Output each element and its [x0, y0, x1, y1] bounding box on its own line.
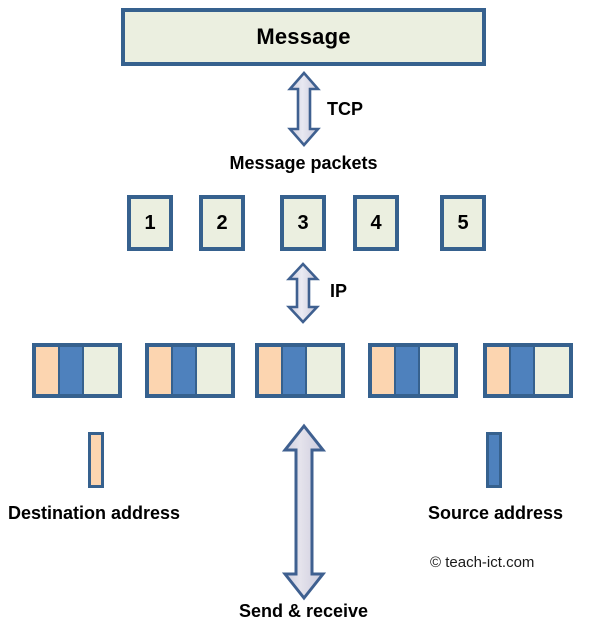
- packet-box-4-number: 4: [370, 211, 382, 234]
- source-address-swatch: [486, 432, 502, 488]
- packet-bar-5: [483, 343, 573, 398]
- packet-bar-2-source-segment: [171, 347, 197, 394]
- packet-bar-1-source-segment: [58, 347, 84, 394]
- packet-bar-3-data-segment: [307, 347, 341, 394]
- packet-box-3-number: 3: [297, 211, 309, 234]
- destination-address-swatch: [88, 432, 104, 488]
- packet-bar-5-destination-segment: [487, 347, 509, 394]
- copyright-text: © teach-ict.com: [430, 554, 535, 571]
- destination-address-label: Destination address: [8, 503, 181, 523]
- packet-box-1: 1: [127, 195, 173, 251]
- packet-bar-1-destination-segment: [36, 347, 58, 394]
- packet-bar-1: [32, 343, 122, 398]
- source-address-label: Source address: [428, 503, 564, 523]
- packet-bar-1-data-segment: [84, 347, 118, 394]
- packet-box-5-number: 5: [457, 211, 469, 234]
- tcp-double-arrow-icon: [287, 71, 321, 147]
- packet-bar-4-data-segment: [420, 347, 454, 394]
- packet-bar-2-destination-segment: [149, 347, 171, 394]
- packet-box-1-number: 1: [144, 211, 156, 234]
- packet-bar-5-source-segment: [509, 347, 535, 394]
- packet-box-2: 2: [199, 195, 245, 251]
- packet-bar-2-data-segment: [197, 347, 231, 394]
- packet-box-5: 5: [440, 195, 486, 251]
- packet-box-4: 4: [353, 195, 399, 251]
- packet-bar-3-destination-segment: [259, 347, 281, 394]
- packet-bar-5-data-segment: [535, 347, 569, 394]
- packet-box-3: 3: [280, 195, 326, 251]
- packet-bar-4-source-segment: [394, 347, 420, 394]
- packet-bar-3-source-segment: [281, 347, 307, 394]
- ip-double-arrow-icon: [285, 262, 321, 324]
- packet-bar-3: [255, 343, 345, 398]
- message-packets-label: Message packets: [229, 153, 378, 173]
- packet-box-2-number: 2: [216, 211, 228, 234]
- packet-bar-2: [145, 343, 235, 398]
- send-receive-double-arrow-icon: [281, 423, 327, 601]
- packet-bar-4-destination-segment: [372, 347, 394, 394]
- message-box: Message: [121, 8, 486, 66]
- send-receive-label: Send & receive: [238, 601, 369, 621]
- packet-bar-4: [368, 343, 458, 398]
- message-box-label: Message: [256, 24, 351, 49]
- ip-label: IP: [330, 281, 348, 301]
- tcp-label: TCP: [327, 99, 363, 119]
